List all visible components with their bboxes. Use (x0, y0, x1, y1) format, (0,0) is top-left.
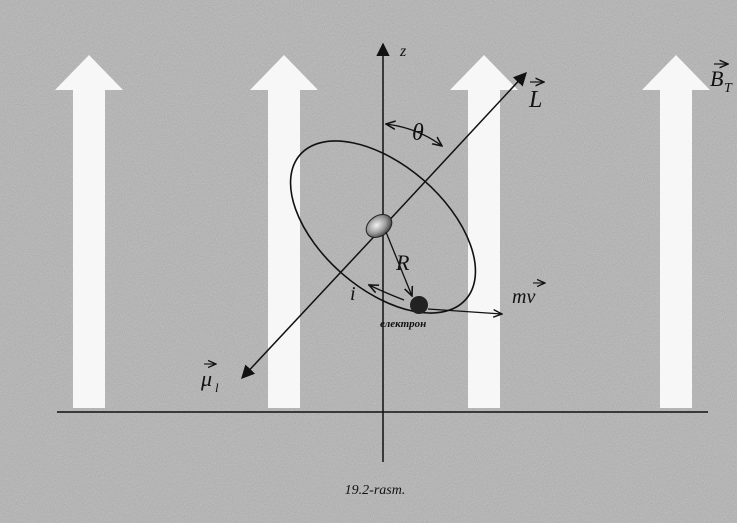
z-axis-label: z (399, 43, 407, 60)
field-arrow-4 (642, 55, 710, 408)
theta-arc (386, 124, 442, 146)
electron (410, 296, 428, 314)
figure-caption: 19.2-rasm. (345, 483, 406, 498)
magnetic-moment-label: μ l (200, 364, 219, 395)
current-label: i (350, 283, 356, 305)
theta-label: θ (412, 120, 424, 146)
field-arrow-1 (55, 55, 123, 408)
radius-arrow (385, 231, 412, 296)
electron-label: електрон (380, 318, 426, 330)
angular-momentum-vector (382, 72, 527, 228)
nucleus (365, 214, 393, 238)
radius-label: R (395, 250, 410, 275)
momentum-label: mv (512, 283, 545, 308)
momentum-symbol: mv (512, 286, 535, 308)
field-symbol: B (710, 66, 723, 91)
momentum-arrow (427, 308, 502, 314)
magnetic-moment-vector (241, 226, 384, 379)
field-subscript: T (724, 81, 733, 96)
field-arrow-2 (250, 55, 318, 408)
magnetic-moment-symbol: μ (200, 366, 212, 391)
current-arrow (369, 285, 405, 301)
field-arrows (55, 55, 710, 408)
electron-orbit (289, 140, 477, 314)
angular-momentum-label: L (528, 82, 544, 113)
field-label: B T (710, 64, 733, 96)
field-arrow-3 (450, 55, 518, 408)
magnetic-moment-subscript: l (215, 380, 219, 395)
angular-momentum-symbol: L (528, 87, 542, 113)
